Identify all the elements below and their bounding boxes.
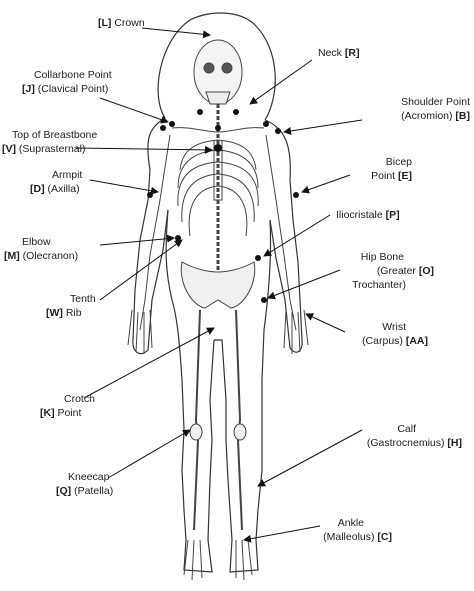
arrow-kneecap xyxy=(107,429,191,479)
label-collarbone: Collarbone Point [J] (Clavical Point) xyxy=(22,69,112,95)
label-crotch: Crotch [K] Point xyxy=(40,393,95,419)
arrow-hipbone xyxy=(267,269,341,300)
label-crown: [L] Crown xyxy=(98,17,145,29)
arrow-elbow xyxy=(99,234,175,246)
label-hipbone: Hip Bone (Greater [O] Trochanter) xyxy=(352,251,434,291)
arrow-calf xyxy=(257,429,363,487)
dot-collarbone-right xyxy=(263,121,269,127)
arrow-neck xyxy=(249,59,313,105)
arrow-ankle xyxy=(243,525,321,543)
label-elbow: Elbow [M] (Olecranon) xyxy=(4,236,79,262)
label-breastbone: Top of Breastbone [V] (Suprasternal) xyxy=(2,129,98,155)
arrow-armpit xyxy=(89,179,159,195)
arrow-crotch xyxy=(83,327,215,399)
dot-armpit xyxy=(214,144,222,152)
dot-bicep-left xyxy=(147,192,153,198)
label-shoulder: Shoulder Point (Acromion) [B] xyxy=(401,96,470,122)
dot-iliocristale xyxy=(255,255,261,261)
dot-shoulder-left xyxy=(160,125,166,131)
dot-shoulder-right xyxy=(275,128,281,134)
arrow-shoulder xyxy=(283,119,363,135)
arrow-breastbone xyxy=(75,145,213,154)
arm-bones xyxy=(139,134,297,331)
arrow-wrist xyxy=(305,313,346,333)
body-silhouette xyxy=(132,12,303,573)
label-calf: Calf (Gastrocnemius) [H] xyxy=(366,423,462,449)
label-iliocristale: Iliocristale [P] xyxy=(336,209,400,221)
dot-breastbone xyxy=(215,125,221,131)
label-armpit: Armpit [D] (Axilla) xyxy=(30,169,83,195)
skeleton xyxy=(127,39,309,581)
label-tenthrib: Tenth [W] Rib xyxy=(46,293,96,319)
leg-bones xyxy=(189,309,247,531)
dot-neck-right xyxy=(233,109,239,115)
label-ankle: Ankle (Malleolus) [C] xyxy=(323,517,392,543)
dot-bicep-right xyxy=(293,192,299,198)
hands xyxy=(127,309,309,354)
clavicles xyxy=(171,127,265,133)
landmark-dots xyxy=(147,109,299,303)
arrow-collarbone xyxy=(99,97,169,124)
ribcage xyxy=(177,139,259,237)
label-neck: Neck [R] xyxy=(318,47,360,59)
arrow-tenthrib xyxy=(99,239,183,301)
feet xyxy=(183,539,253,581)
pelvis xyxy=(180,261,256,309)
leader-lines xyxy=(75,27,363,543)
arrow-iliocristale xyxy=(263,214,331,257)
arrow-crown xyxy=(141,27,211,39)
label-wrist: Wrist (Carpus) [AA] xyxy=(362,321,428,347)
label-kneecap: Kneecap [Q] (Patella) xyxy=(56,471,114,497)
arrow-bicep xyxy=(301,174,351,194)
dot-neck-left xyxy=(197,109,203,115)
dot-hip xyxy=(261,297,267,303)
label-bicep: Bicep Point [E] xyxy=(371,156,412,182)
dot-elbow xyxy=(175,235,181,241)
dot-collarbone-left xyxy=(169,121,175,127)
